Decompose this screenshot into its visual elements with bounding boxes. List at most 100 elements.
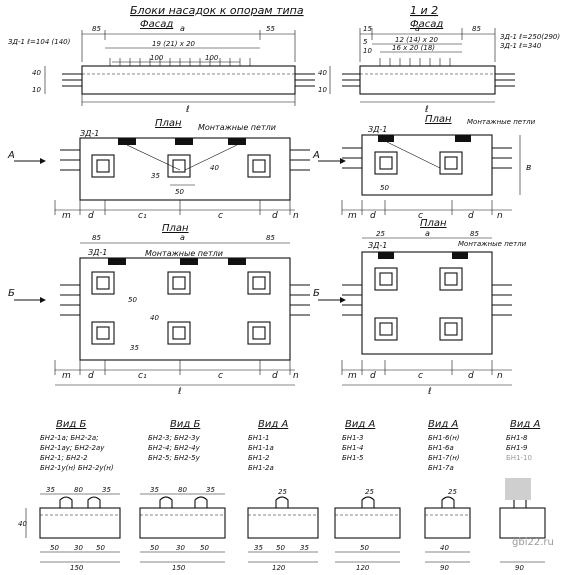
loops-label-3: Монтажные петли xyxy=(145,249,223,258)
plan4-dim-25: 25 xyxy=(376,230,385,238)
view-3-total: 120 xyxy=(272,564,286,572)
loops-label-1: Монтажные петли xyxy=(198,123,276,132)
front-left-dim-10: 10 xyxy=(32,86,41,94)
front-left-dim-a: a xyxy=(180,24,185,33)
plan-top-right: План Монтажные петли ЗД-1 А 50 в m d c d xyxy=(312,114,536,221)
view-4-item-2: БН1-4 xyxy=(342,444,364,452)
arrow-b-left: Б xyxy=(8,288,15,299)
plan3-dim-d: d xyxy=(88,371,94,381)
view-3-item-2: БН1-1а xyxy=(248,444,274,452)
view-6-title: Вид А xyxy=(510,419,540,430)
view-2-item-1: БН2-3; БН2-3у xyxy=(148,434,201,442)
view-3-title: Вид А xyxy=(258,419,288,430)
front-left-dim-100b: 100 xyxy=(205,54,219,62)
loops-label-2: Монтажные петли xyxy=(467,118,536,126)
plan1-dim-n: n xyxy=(293,211,299,221)
plan2-dim-50: 50 xyxy=(380,184,389,192)
view-5-item-4: БН1-7а xyxy=(428,464,454,472)
view-1-bot-50b: 50 xyxy=(96,544,105,552)
view-col-3: Вид А БН1-1 БН1-1а БН1-2 БН1-2а 25 35 50… xyxy=(247,419,319,572)
front-right-dim-inner2: 16 х 20 (18) xyxy=(392,44,435,52)
plan-bottom-left: План 85 a 85 ЗД-1 Монтажные петли Б 50 3… xyxy=(8,223,310,397)
block-label-4: ЗД-1 xyxy=(368,241,387,250)
plan2-dim-d: d xyxy=(370,211,376,221)
plan3-dim-m: m xyxy=(62,371,71,381)
plan-top-right-block xyxy=(361,134,493,196)
plan2-dim-n: n xyxy=(497,211,503,221)
front-view-left: ЗД-1 ℓ=104 (140) 85 a 55 19 (21) х 20 10… xyxy=(8,24,315,115)
plan-title-2: План xyxy=(425,114,452,125)
front-right-dim-10: 10 xyxy=(318,86,327,94)
front-left-dim-40: 40 xyxy=(32,69,41,77)
view-col-2: Вид Б БН2-3; БН2-3у БН2-4; БН2-4у БН2-5;… xyxy=(139,419,226,572)
anchor-note-right-2: ЗД-1 ℓ=340 xyxy=(500,42,542,50)
view-1-top-80: 80 xyxy=(74,486,83,494)
plan-bottom-right-block xyxy=(361,251,493,355)
view-1-item-2: БН2-1ау; БН2-2ау xyxy=(40,444,105,452)
plan1-dim-m: m xyxy=(62,211,71,221)
plan3-dim-50: 50 xyxy=(128,296,137,304)
view-5-total: 90 xyxy=(440,564,449,572)
view-2-bot-30: 30 xyxy=(176,544,185,552)
plan2-dim-c: c xyxy=(418,211,423,221)
view-2-title: Вид Б xyxy=(170,419,200,430)
view-5-item-2: БН1-6а xyxy=(428,444,454,452)
plan3-dim-d2: d xyxy=(272,371,278,381)
view-1-top-35a: 35 xyxy=(46,486,55,494)
front-left-dim-55: 55 xyxy=(266,25,275,33)
view-1-item-1: БН2-1а; БН2-2а; xyxy=(40,434,99,442)
view-5-top-25: 25 xyxy=(448,488,457,496)
view-1-bot-50a: 50 xyxy=(50,544,59,552)
plan2-dim-d2: d xyxy=(468,211,474,221)
view-2-top-80: 80 xyxy=(178,486,187,494)
plan3-dim-40: 40 xyxy=(150,314,159,322)
front-title-right: Фасад xyxy=(410,19,443,30)
front-right-dim-l: ℓ xyxy=(424,105,429,115)
view-4-item-1: БН1-3 xyxy=(342,434,364,442)
plan4-dim-85: 85 xyxy=(470,230,479,238)
view-2-section xyxy=(139,507,226,539)
view-2-top-35b: 35 xyxy=(206,486,215,494)
front-right-dim-10s: 10 xyxy=(363,47,372,55)
view-1-item-3: БН2-1; БН2-2 xyxy=(40,454,88,462)
front-right-dim-inner1: 12 (14) х 20 xyxy=(395,36,439,44)
plan-top-left: План Монтажные петли ЗД-1 А 50 35 40 m d… xyxy=(7,118,310,221)
view-4-title: Вид А xyxy=(345,419,375,430)
loops-label-4: Монтажные петли xyxy=(458,240,527,248)
plan4-dim-n: n xyxy=(497,371,503,381)
plan4-dim-d: d xyxy=(370,371,376,381)
view-3-top-25: 25 xyxy=(278,488,287,496)
arrow-b-right: Б xyxy=(313,288,320,299)
plan3-dim-c: c xyxy=(218,371,223,381)
plan3-dim-85a: 85 xyxy=(92,234,101,242)
front-left-dim-100a: 100 xyxy=(150,54,164,62)
plan4-dim-a: a xyxy=(425,229,430,238)
sheet-title-suffix: 1 и 2 xyxy=(410,4,438,17)
view-4-item-3: БН1-5 xyxy=(342,454,364,462)
view-2-top-35a: 35 xyxy=(150,486,159,494)
view-3-bot-50: 50 xyxy=(276,544,285,552)
plan-bottom-right: План 25 a 85 ЗД-1 Монтажные петли Б m d xyxy=(313,218,527,397)
view-2-bot-50b: 50 xyxy=(200,544,209,552)
plan1-dim-40: 40 xyxy=(210,164,219,172)
plan-bottom-left-block xyxy=(79,257,291,361)
view-5-bot-40: 40 xyxy=(440,544,449,552)
view-1-total: 150 xyxy=(70,564,84,572)
plan1-dim-35: 35 xyxy=(151,172,160,180)
view-5-section xyxy=(424,507,471,539)
front-right-dim-15: 15 xyxy=(363,25,372,33)
view-2-bot-50a: 50 xyxy=(150,544,159,552)
plan-title-3: План xyxy=(162,223,189,234)
plan4-dim-m: m xyxy=(348,371,357,381)
view-4-section xyxy=(334,507,401,539)
view-6-section xyxy=(499,507,546,539)
plan1-dim-c1: c₁ xyxy=(138,211,147,221)
view-6-total: 90 xyxy=(515,564,524,572)
view-3-item-4: БН1-2а xyxy=(248,464,274,472)
plan1-dim-50: 50 xyxy=(175,188,184,196)
plan3-dim-85b: 85 xyxy=(266,234,275,242)
front-left-block xyxy=(81,65,296,95)
front-right-dim-85: 85 xyxy=(472,25,481,33)
view-3-item-3: БН1-2 xyxy=(248,454,270,462)
